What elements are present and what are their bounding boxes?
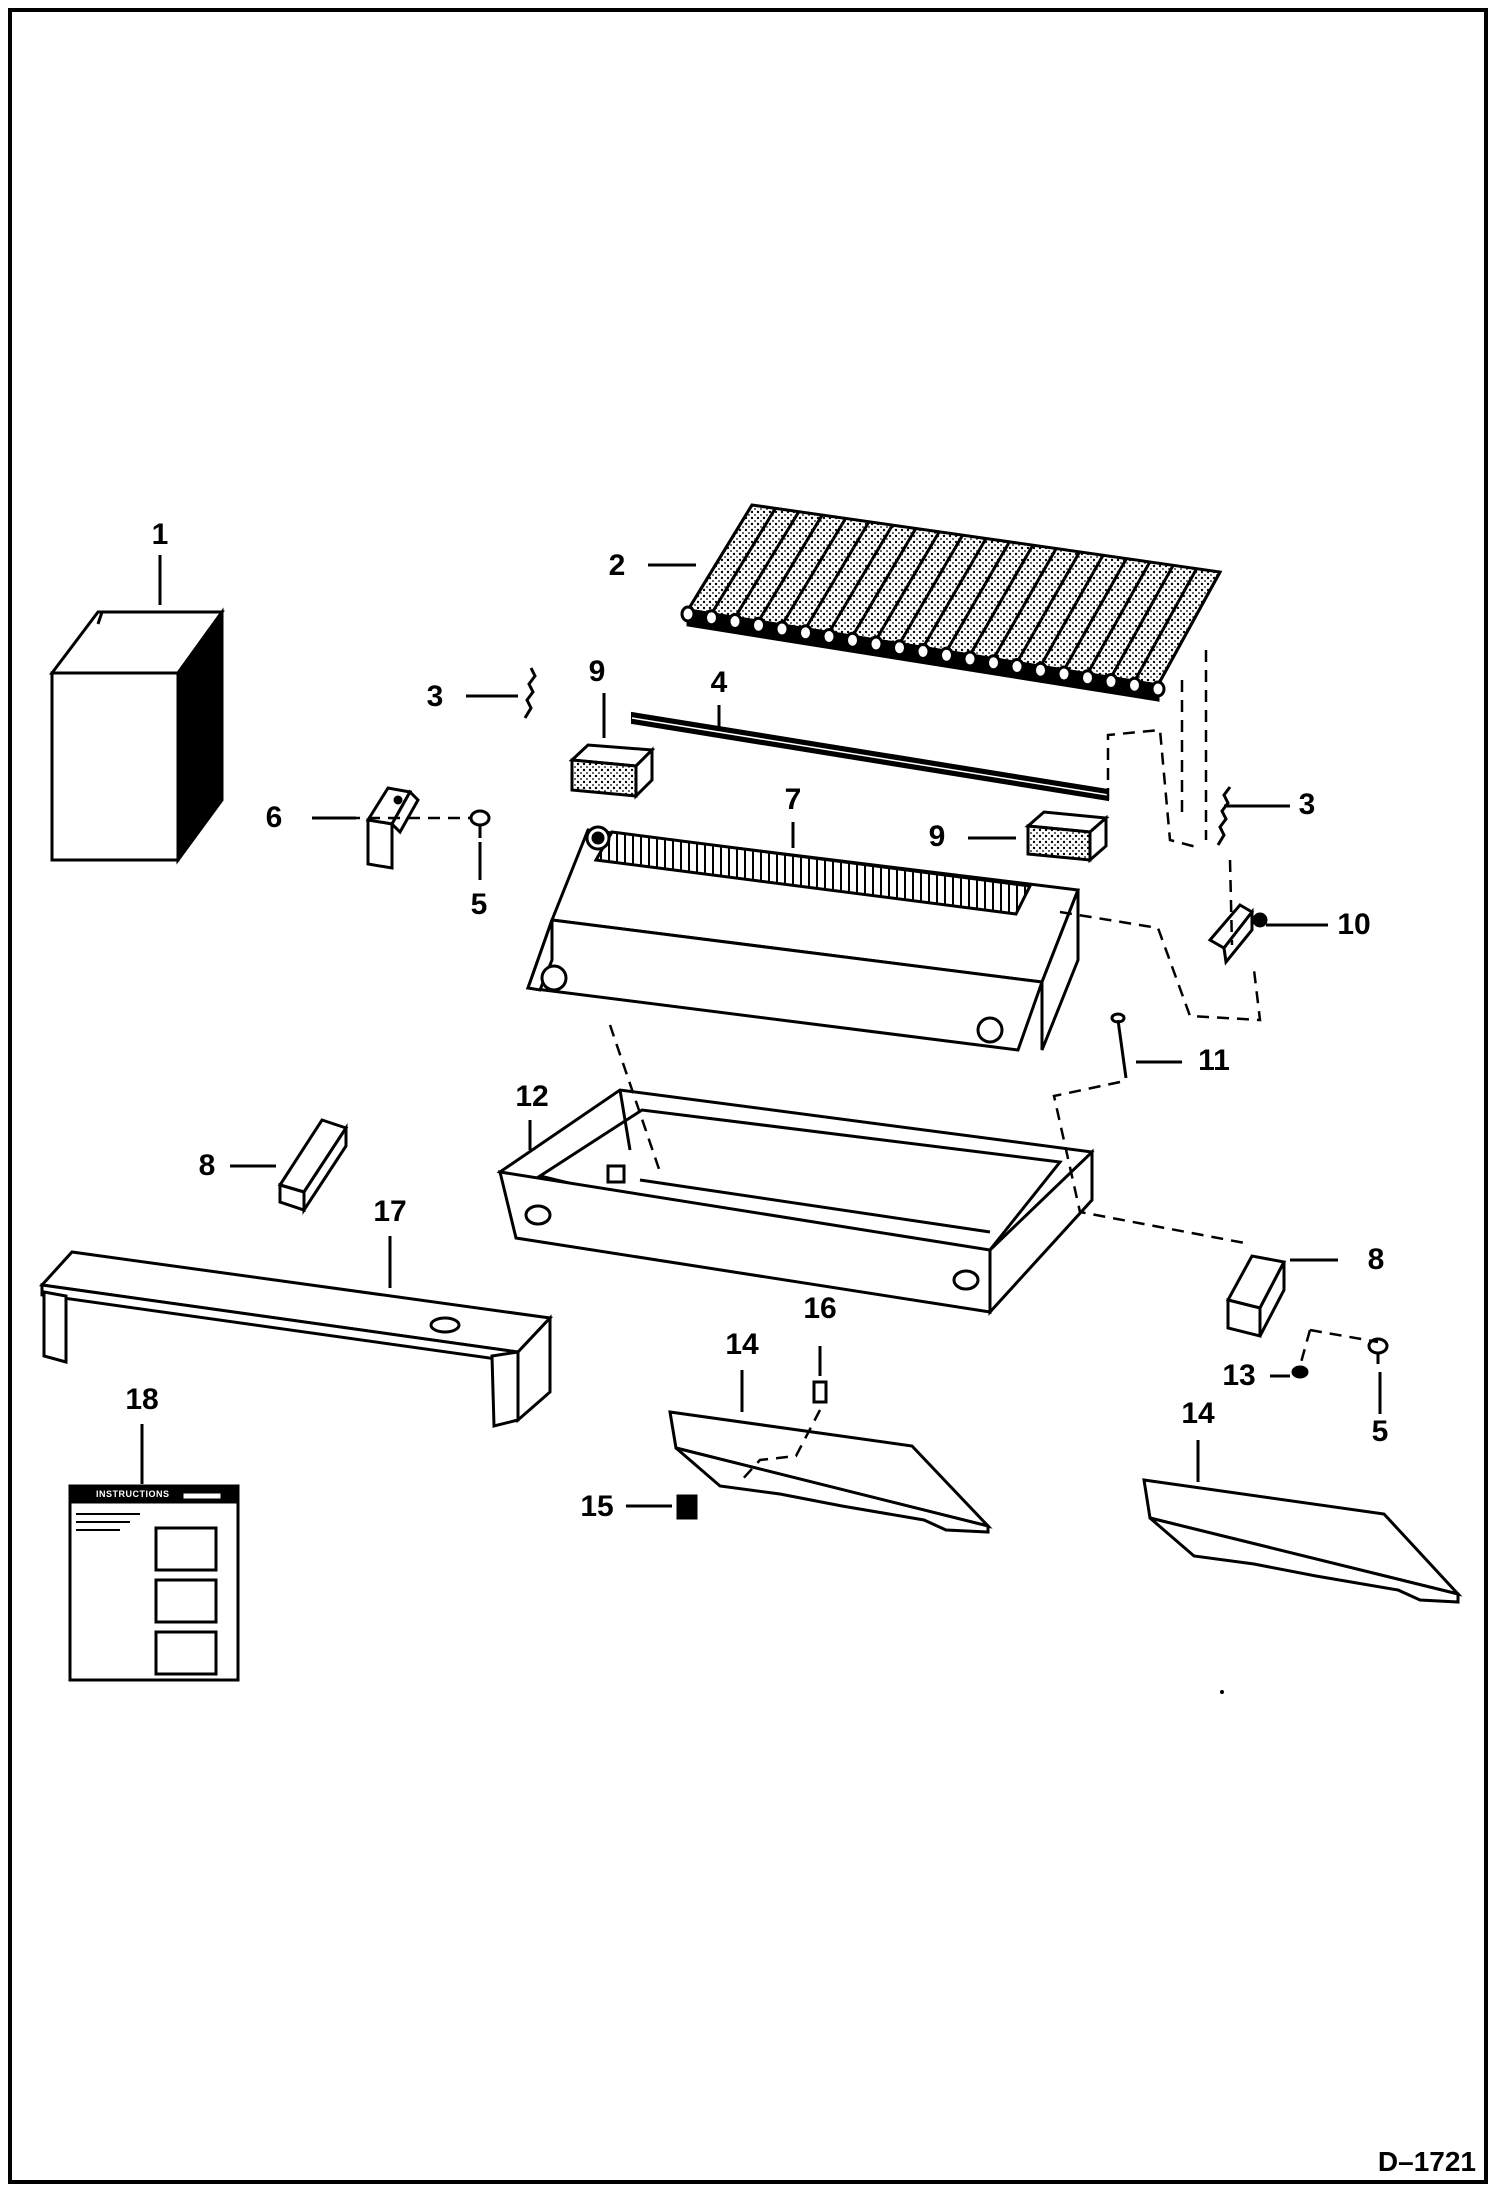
part-4-seal-strip (631, 711, 1109, 802)
callout-17: 17 (373, 1195, 407, 1228)
grille-rib (1015, 551, 1081, 664)
part-6-bracket (365, 786, 420, 870)
part-9-foam-block-left (568, 743, 656, 800)
grille-rib-end (798, 624, 813, 642)
callout-16: 16 (803, 1292, 837, 1325)
leader-lines (140, 555, 1382, 1508)
part-3-spring-right (1216, 786, 1232, 846)
grille-rib-end (986, 654, 1001, 672)
part-15-clip (676, 1494, 698, 1520)
callout-13: 13 (1222, 1359, 1256, 1392)
part-7-radiator (525, 825, 1081, 1052)
grille-rib (1086, 561, 1152, 675)
grille-rib-end (868, 635, 884, 653)
callout-3-right: 3 (1298, 788, 1316, 821)
part-17-cover (38, 1250, 554, 1428)
grille-rib-end (1009, 658, 1025, 675)
dashed-assembly-lines (348, 650, 1379, 1483)
grille-rib-end (821, 628, 837, 645)
grille-rib (945, 541, 1011, 652)
callout-4: 4 (710, 666, 728, 699)
callout-3-left: 3 (426, 680, 444, 713)
grille-rib (968, 544, 1035, 656)
grille-rib (710, 507, 777, 615)
part-5-bolt-lower (1367, 1337, 1389, 1364)
grille-rib-end (1127, 676, 1142, 694)
part-13-nut (1291, 1365, 1309, 1379)
grille-rib-end (845, 631, 860, 649)
grille-rib (874, 531, 941, 641)
part-18-instruction-sheet (68, 1484, 240, 1682)
grille-rib-end (704, 609, 719, 627)
part-8-bracket-left (277, 1118, 349, 1216)
callout-10: 10 (1337, 908, 1371, 941)
callout-12: 12 (515, 1080, 549, 1113)
grille-rib (780, 517, 847, 626)
grille-rib (733, 510, 801, 619)
grille-rib-end (727, 613, 743, 630)
grille-rib (686, 504, 754, 611)
callout-9-left: 9 (588, 655, 606, 688)
grille-rib (757, 514, 824, 623)
callout-7: 7 (784, 783, 802, 816)
grille-rib (898, 534, 964, 645)
callout-14-right: 14 (1181, 1397, 1215, 1430)
grille-rib (921, 537, 988, 649)
grille-rib-end (1150, 680, 1166, 698)
part-14-plate-right (1142, 1478, 1463, 1604)
grille-rib-end (1033, 661, 1048, 679)
callout-5-lower: 5 (1371, 1415, 1389, 1448)
part-1-box (48, 607, 225, 865)
grille-rib-end (1103, 673, 1119, 690)
callout-6: 6 (265, 801, 283, 834)
part-14-plate-left (668, 1410, 993, 1534)
instruction-sheet-heading: INSTRUCTIONS (96, 1489, 170, 1499)
callout-11: 11 (1198, 1044, 1230, 1077)
callout-5-upper: 5 (470, 888, 488, 921)
part-2-grille (680, 503, 1223, 702)
grille-rib (1062, 557, 1128, 671)
part-3-spring-left (523, 667, 537, 719)
grille-rib (827, 524, 894, 634)
grille-rib-end (1056, 665, 1072, 683)
part-9-foam-block-right (1024, 810, 1110, 864)
grille-rib-end (774, 620, 790, 638)
grille-rib-end (751, 616, 766, 634)
grille-rib (851, 527, 918, 638)
grille-rib-end (680, 605, 696, 623)
callout-1: 1 (151, 518, 169, 551)
figure-id: D–1721 (1377, 2146, 1476, 2177)
grille-rib (1133, 567, 1198, 682)
grille-rib-end (1080, 669, 1095, 687)
callout-18: 18 (125, 1383, 159, 1416)
part-11-bolt (1110, 1012, 1128, 1079)
grille-rib (1109, 564, 1175, 679)
grille-rib-end (962, 650, 978, 668)
grille-rib (1039, 554, 1105, 667)
grille-rib (1156, 571, 1222, 686)
grille-rib-end (939, 646, 954, 664)
part-8-bracket-right (1225, 1254, 1287, 1338)
part-5-bolt-upper (469, 809, 491, 838)
callout-8-right: 8 (1367, 1243, 1385, 1276)
part-16-fitting (812, 1380, 828, 1404)
grille-rib-end (915, 643, 931, 660)
grille-rib-end (892, 639, 907, 657)
callout-14-left: 14 (725, 1328, 759, 1361)
callout-2: 2 (608, 549, 626, 582)
grille-rib (992, 547, 1058, 660)
drawing-frame (8, 8, 1488, 2184)
part-10-bracket (1207, 903, 1268, 966)
callout-15: 15 (580, 1490, 614, 1523)
grille-rib (804, 520, 871, 630)
callout-9-right: 9 (928, 820, 946, 853)
part-12-tray (496, 1088, 1095, 1316)
callout-8-left: 8 (198, 1149, 216, 1182)
